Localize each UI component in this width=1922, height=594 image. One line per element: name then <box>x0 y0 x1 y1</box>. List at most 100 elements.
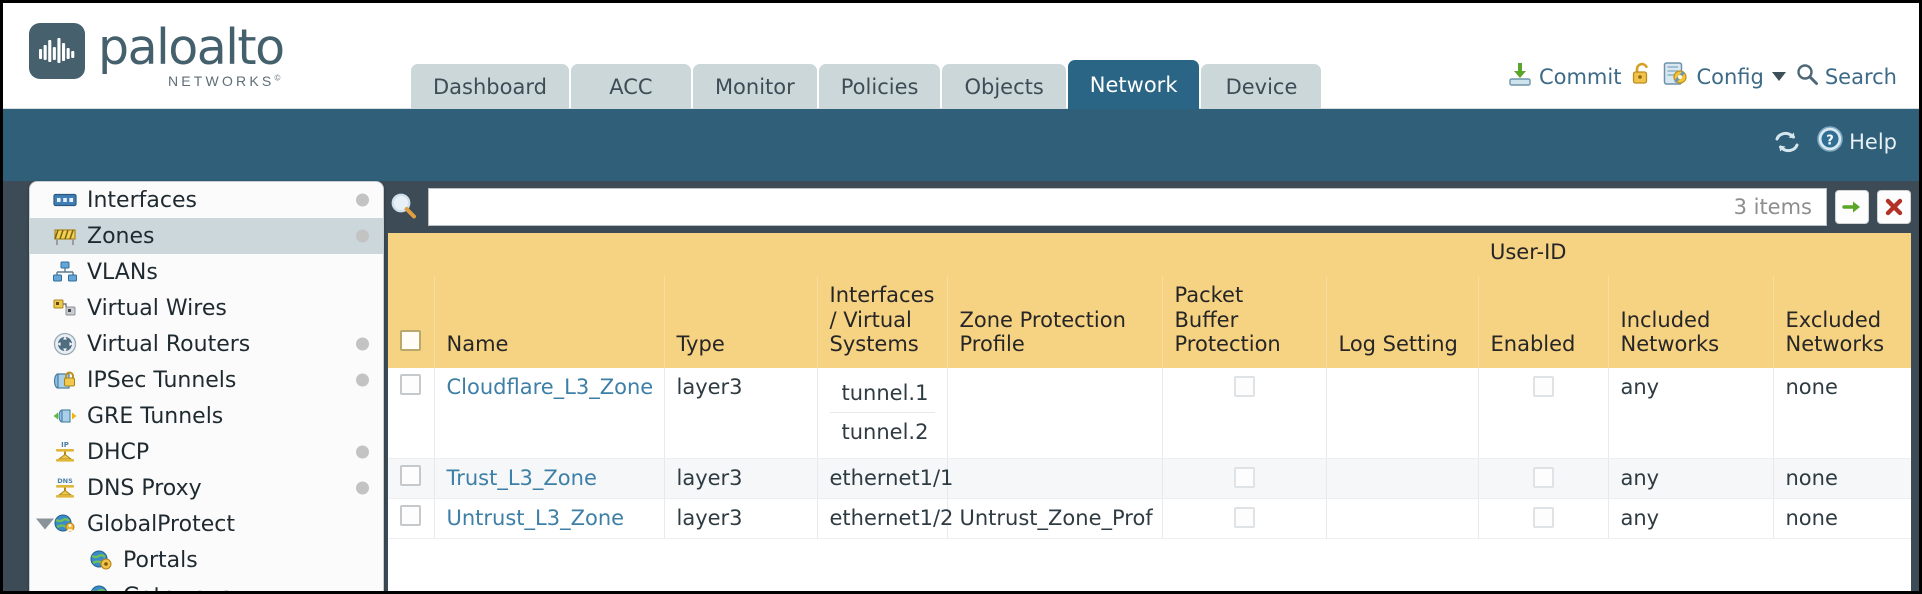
cell-interfaces: ethernet1/2 <box>817 498 953 540</box>
column-header-included-networks[interactable]: Included Networks <box>1608 275 1774 369</box>
help-icon: ? <box>1816 125 1844 158</box>
zones-panel: 3 items <box>388 181 1919 591</box>
dhcp-icon: IP <box>52 440 78 464</box>
header-actions: Commit <box>1507 61 1897 92</box>
cell-excluded-networks: none <box>1773 458 1911 499</box>
row-checkbox[interactable] <box>400 464 421 486</box>
sidebar-item-dhcp[interactable]: IP DHCP <box>30 434 383 470</box>
workspace: Interfaces Zones <box>3 181 1919 591</box>
cell-included-networks: any <box>1608 498 1774 540</box>
userid-enabled-checkbox[interactable] <box>1532 376 1554 398</box>
help-button[interactable]: ? Help <box>1816 125 1897 158</box>
cell-type: layer3 <box>664 458 818 499</box>
zones-table: User-ID Name Type Interfaces / Virtual S… <box>388 233 1911 540</box>
sidebar-item-label: VLANs <box>87 259 158 285</box>
chevron-down-icon <box>1771 72 1786 81</box>
sub-header-bar: ? Help <box>3 109 1919 181</box>
column-header-name[interactable]: Name <box>434 275 665 369</box>
refresh-icon[interactable] <box>1772 129 1802 155</box>
cell-zone-protection-profile: Untrust_Zone_Prof <box>947 498 1163 540</box>
interfaces-icon <box>52 188 78 212</box>
column-header-packet-buffer-protection[interactable]: Packet Buffer Protection <box>1162 275 1327 369</box>
help-label: Help <box>1849 129 1897 154</box>
sidebar-item-zones[interactable]: Zones <box>30 218 383 254</box>
select-all-checkbox[interactable] <box>400 330 421 352</box>
zones-icon <box>52 224 78 248</box>
row-select-cell <box>388 458 435 499</box>
sidebar-item-label: IPSec Tunnels <box>87 367 237 393</box>
cell-zone-protection-profile <box>947 368 1163 459</box>
tab-objects[interactable]: Objects <box>942 64 1066 110</box>
cell-log-setting <box>1326 368 1479 459</box>
vlans-icon <box>52 260 78 284</box>
packet-buffer-protection-checkbox[interactable] <box>1233 506 1255 528</box>
clear-filter-button[interactable] <box>1877 190 1911 224</box>
brand-name: paloalto <box>98 19 285 76</box>
lock-icon[interactable] <box>1630 61 1654 92</box>
svg-text:DNS: DNS <box>57 477 73 485</box>
sidebar-item-portals[interactable]: Portals <box>30 542 383 578</box>
commit-button[interactable]: Commit <box>1507 61 1621 92</box>
cell-log-setting <box>1326 498 1479 540</box>
tab-dashboard[interactable]: Dashboard <box>411 64 569 110</box>
svg-text:?: ? <box>1826 134 1834 149</box>
cell-userid-enabled <box>1478 458 1609 499</box>
tab-acc[interactable]: ACC <box>570 64 691 110</box>
column-header-type[interactable]: Type <box>664 275 818 369</box>
column-header-zone-protection-profile[interactable]: Zone Protection Profile <box>947 275 1163 369</box>
sidebar-item-vlans[interactable]: VLANs <box>30 254 383 290</box>
cell-name: Untrust_L3_Zone <box>434 498 665 540</box>
cell-userid-enabled <box>1478 498 1609 540</box>
tab-monitor[interactable]: Monitor <box>692 64 817 110</box>
sidebar-item-dns-proxy[interactable]: DNS DNS Proxy <box>30 470 383 506</box>
table-header-row: Name Type Interfaces / Virtual Systems Z… <box>388 275 1911 369</box>
tab-network[interactable]: Network <box>1067 60 1200 110</box>
sidebar-item-gre-tunnels[interactable]: GRE Tunnels <box>30 398 383 434</box>
sidebar-item-globalprotect[interactable]: GlobalProtect <box>30 506 383 542</box>
cell-packet-buffer-protection <box>1162 498 1327 540</box>
row-checkbox[interactable] <box>400 504 421 526</box>
table-row[interactable]: Untrust_L3_Zone layer3 ethernet1/2 Untru… <box>388 498 1911 540</box>
sidebar-item-virtual-wires[interactable]: Virtual Wires <box>30 290 383 326</box>
column-header-interfaces[interactable]: Interfaces / Virtual Systems <box>817 275 948 369</box>
sidebar-item-interfaces[interactable]: Interfaces <box>30 182 383 218</box>
dns-proxy-icon: DNS <box>52 476 78 500</box>
search-input[interactable]: 3 items <box>428 188 1827 226</box>
userid-enabled-checkbox[interactable] <box>1532 466 1554 488</box>
zone-link[interactable]: Cloudflare_L3_Zone <box>446 375 654 400</box>
sidebar-item-label: Virtual Routers <box>87 331 251 357</box>
column-header-log-setting[interactable]: Log Setting <box>1326 275 1479 369</box>
zone-link[interactable]: Trust_L3_Zone <box>446 465 597 490</box>
collapse-triangle-icon[interactable] <box>36 518 54 530</box>
apply-filter-button[interactable] <box>1835 190 1869 224</box>
packet-buffer-protection-checkbox[interactable] <box>1233 466 1255 488</box>
tab-policies[interactable]: Policies <box>818 64 941 110</box>
tab-device[interactable]: Device <box>1201 64 1322 110</box>
virtual-routers-icon <box>52 332 78 356</box>
packet-buffer-protection-checkbox[interactable] <box>1233 376 1255 398</box>
paloalto-logo-icon <box>29 23 85 79</box>
column-header-excluded-networks[interactable]: Excluded Networks <box>1773 275 1911 369</box>
status-dot <box>356 337 369 351</box>
search-icon[interactable] <box>388 191 420 223</box>
sub-header-actions: ? Help <box>1772 125 1897 158</box>
globalprotect-icon <box>52 512 78 536</box>
cell-packet-buffer-protection <box>1162 458 1327 499</box>
sidebar-item-virtual-routers[interactable]: Virtual Routers <box>30 326 383 362</box>
brand-logo: paloalto NETWORKS© <box>29 19 285 89</box>
sidebar-item-ipsec-tunnels[interactable]: IPSec Tunnels <box>30 362 383 398</box>
table-row[interactable]: Trust_L3_Zone layer3 ethernet1/1 <box>388 458 1911 499</box>
sidebar-item-gateways[interactable]: Gateways <box>30 578 383 591</box>
search-button[interactable]: Search <box>1795 62 1897 91</box>
sidebar-item-label: Interfaces <box>87 187 197 213</box>
column-header-userid-enabled[interactable]: Enabled <box>1478 275 1609 369</box>
sidebar-item-label: GlobalProtect <box>87 511 235 537</box>
config-menu[interactable]: Config <box>1663 61 1786 92</box>
zone-link[interactable]: Untrust_L3_Zone <box>446 505 625 530</box>
select-all-header <box>388 275 435 369</box>
brand-tagline-text: NETWORKS <box>167 73 275 89</box>
table-row[interactable]: Cloudflare_L3_Zone layer3 tunnel.1 tunne… <box>388 368 1911 459</box>
row-checkbox[interactable] <box>400 374 421 396</box>
userid-enabled-checkbox[interactable] <box>1532 506 1554 528</box>
